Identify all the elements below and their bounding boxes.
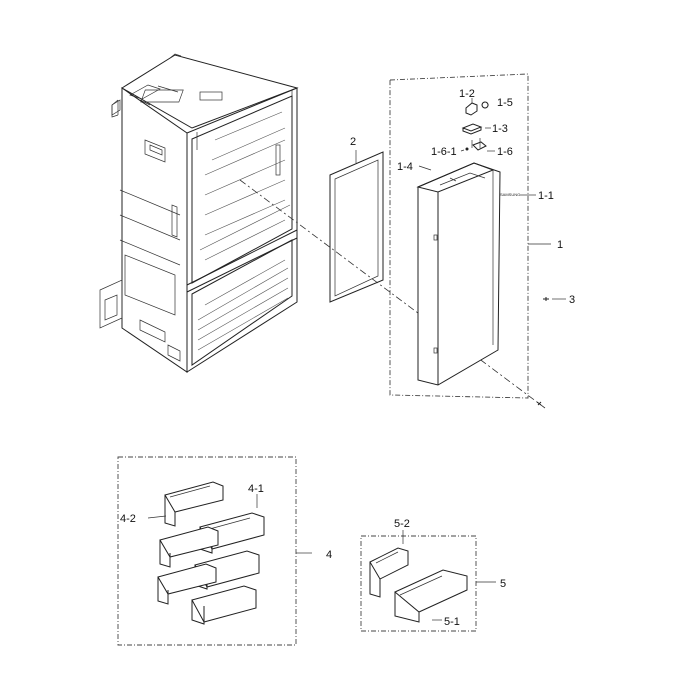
- door-gasket: [329, 151, 384, 303]
- callout-1: 1: [557, 239, 563, 251]
- door-guard-group-5: [360, 530, 496, 632]
- hinge-part-1-3: [461, 123, 483, 135]
- callout-3: 3: [569, 294, 575, 306]
- callout-4: 4: [326, 549, 332, 561]
- callout-1-5: 1-5: [497, 97, 513, 109]
- callout-1-4: 1-4: [397, 161, 413, 173]
- hinge-part-1-6-1: [465, 147, 469, 151]
- callout-1-6: 1-6: [497, 146, 513, 158]
- alignment-line: [239, 179, 546, 409]
- callout-1-3: 1-3: [492, 123, 508, 135]
- refrigerator-cabinet: [99, 53, 299, 373]
- callout-5-2: 5-2: [394, 518, 410, 530]
- callout-1-6-1: 1-6-1: [431, 146, 457, 158]
- door-brand-logo: SAMSUNG: [500, 192, 520, 197]
- door-guard-group-4: [117, 456, 312, 646]
- callout-4-1: 4-1: [248, 483, 264, 495]
- hinge-part-1-5: [481, 101, 489, 109]
- callout-gasket: 2: [350, 136, 356, 148]
- hinge-part-1-6: [472, 141, 487, 151]
- screw-part-3: [543, 297, 549, 301]
- callout-1-2: 1-2: [459, 88, 475, 100]
- callout-5-1: 5-1: [444, 616, 460, 628]
- callout-1-1: 1-1: [538, 190, 554, 202]
- callout-5: 5: [500, 578, 506, 590]
- bottom-screw: [536, 401, 542, 406]
- callout-4-2: 4-2: [120, 513, 136, 525]
- door-assembly-group: SAMSUNG: [389, 73, 566, 399]
- hinge-part-1-2: [465, 102, 478, 116]
